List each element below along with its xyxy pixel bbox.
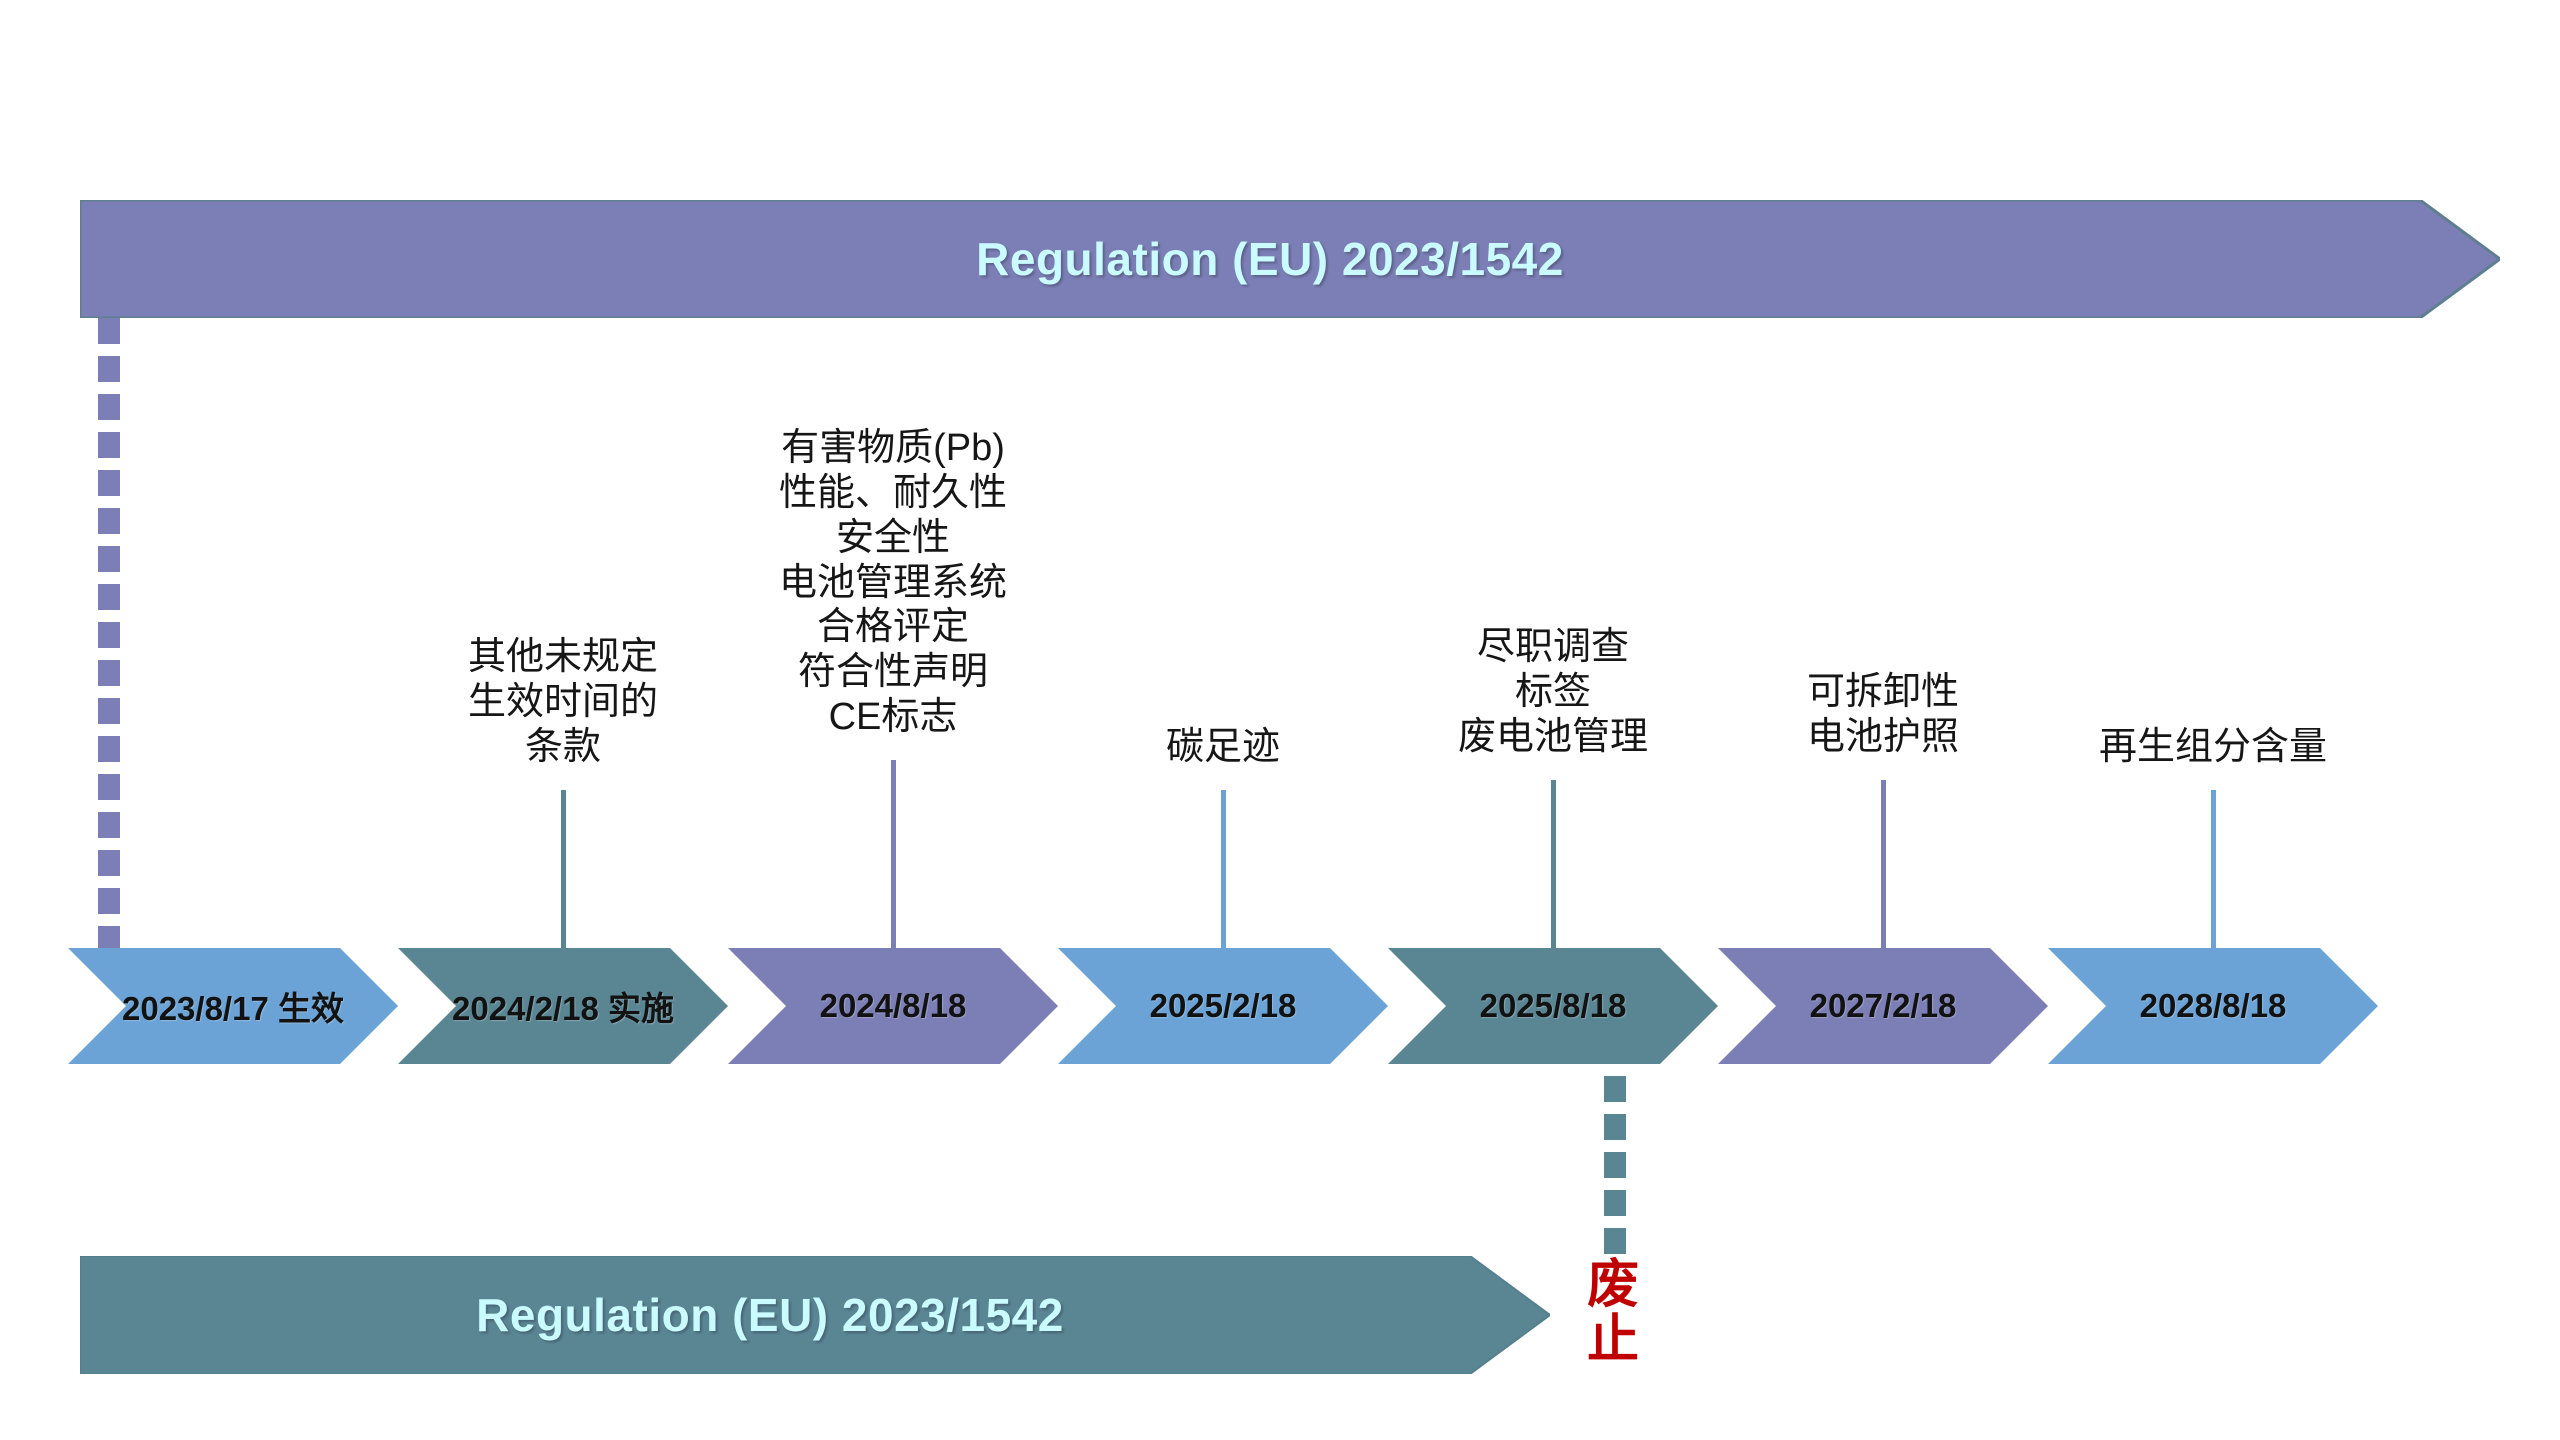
dash-segment <box>98 850 120 876</box>
topic-line: 条款 <box>524 726 601 769</box>
stem-2027-02-18 <box>1881 780 1886 950</box>
milestone-label: 2028/8/18 <box>2139 987 2287 1024</box>
entry-into-force-dashed-connector <box>98 318 120 958</box>
chevron-shape <box>728 948 1058 1064</box>
topic-line: 标签 <box>1514 671 1591 714</box>
top-banner-arrow-shape <box>80 200 2500 318</box>
topic-block-2028-08-18: 再生组分含量 <box>933 725 2560 770</box>
dash-segment <box>98 394 120 420</box>
chevron-shape <box>1388 948 1718 1064</box>
dash-segment <box>98 660 120 686</box>
dash-segment <box>98 356 120 382</box>
topic-block-2025-08-18: 尽职调查 标签 废电池管理 <box>273 625 2560 759</box>
topic-block-2025-02-18: 碳足迹 <box>0 725 2503 770</box>
bottom-banner-title: Regulation (EU) 2023/1542 <box>476 1289 1064 1341</box>
topic-line: 尽职调查 <box>1476 626 1629 669</box>
topic-line: 性能、耐久性 <box>778 471 1007 514</box>
topic-line: CE标志 <box>828 696 958 739</box>
topic-line: 合格评定 <box>816 606 969 649</box>
milestone-chevron-band: 2023/8/17 生效 2024/2/18 实施 2024/8/18 2025… <box>0 948 2560 1064</box>
dash-segment <box>1604 1190 1626 1216</box>
milestone-label: 2024/8/18 <box>819 987 967 1024</box>
topic-line: 电池管理系统 <box>778 561 1007 604</box>
milestone-chevron-2024-02-18[interactable]: 2024/2/18 实施 <box>398 948 728 1064</box>
topic-line: 可拆卸性 <box>1806 671 1959 714</box>
milestone-label: 2025/2/18 <box>1149 987 1297 1024</box>
chevron-shape <box>1058 948 1388 1064</box>
stem-2024-08-18 <box>891 760 896 950</box>
topic-line: 再生组分含量 <box>2098 726 2327 769</box>
dash-segment <box>98 774 120 800</box>
dash-segment <box>1604 1114 1626 1140</box>
dash-segment <box>98 508 120 534</box>
dash-segment <box>1604 1076 1626 1102</box>
bottom-banner-arrow-shape <box>80 1256 1550 1374</box>
dash-segment <box>98 812 120 838</box>
dash-segment <box>98 736 120 762</box>
milestone-chevron-2028-08-18[interactable]: 2028/8/18 <box>2048 948 2378 1064</box>
dash-segment <box>98 622 120 648</box>
dash-segment <box>98 470 120 496</box>
topic-line: 符合性声明 <box>797 651 988 694</box>
milestone-chevron-2023-08-17[interactable]: 2023/8/17 生效 <box>68 948 398 1064</box>
stem-2028-08-18 <box>2211 790 2216 950</box>
dash-segment <box>98 888 120 914</box>
milestone-chevron-2025-08-18[interactable]: 2025/8/18 <box>1388 948 1718 1064</box>
milestone-label: 2027/2/18 <box>1809 987 1957 1024</box>
chevron-shape <box>1718 948 2048 1064</box>
milestone-label: 2023/8/17 生效 <box>122 990 344 1027</box>
repeal-char: 废 <box>1586 1256 1639 1314</box>
dash-segment <box>98 432 120 458</box>
top-regulation-banner: Regulation (EU) 2023/1542 <box>80 200 2500 318</box>
chevron-shape <box>68 948 398 1064</box>
dash-segment <box>1604 1228 1626 1254</box>
topic-line: 有害物质(Pb) <box>781 427 1005 470</box>
dash-segment <box>98 698 120 724</box>
dash-segment <box>98 926 120 952</box>
dash-segment <box>98 584 120 610</box>
topic-line: 碳足迹 <box>1165 726 1280 769</box>
topic-line: 电池护照 <box>1806 716 1959 759</box>
dash-segment <box>98 318 120 344</box>
repeal-dashed-connector <box>1604 1076 1626 1256</box>
topic-block-2024-02-18: 其他未规定 生效时间的 条款 <box>0 635 1843 769</box>
stem-2025-08-18 <box>1551 780 1556 950</box>
topic-line: 生效时间的 <box>467 681 658 724</box>
topic-line: 废电池管理 <box>1457 716 1648 759</box>
topic-line: 安全性 <box>835 516 950 559</box>
chevron-shape <box>398 948 728 1064</box>
repeal-annotation: 废 止 <box>1578 1258 1648 1367</box>
milestone-label: 2024/2/18 实施 <box>452 990 674 1027</box>
top-banner-title: Regulation (EU) 2023/1542 <box>976 233 1564 285</box>
dash-segment <box>98 546 120 572</box>
milestone-chevron-2025-02-18[interactable]: 2025/2/18 <box>1058 948 1388 1064</box>
milestone-chevron-2027-02-18[interactable]: 2027/2/18 <box>1718 948 2048 1064</box>
topic-block-2027-02-18: 可拆卸性 电池护照 <box>603 670 2560 760</box>
dash-segment <box>1604 1152 1626 1178</box>
topic-line: 其他未规定 <box>467 636 658 679</box>
topic-block-2024-08-18: 有害物质(Pb) 性能、耐久性 安全性 电池管理系统 合格评定 符合性声明 CE… <box>0 426 2173 740</box>
stem-2025-02-18 <box>1221 790 1226 950</box>
repeal-char: 止 <box>1586 1310 1639 1369</box>
stem-2024-02-18 <box>561 790 566 950</box>
milestone-label: 2025/8/18 <box>1479 987 1627 1024</box>
chevron-shape <box>2048 948 2378 1064</box>
bottom-regulation-banner: Regulation (EU) 2023/1542 <box>80 1256 1550 1374</box>
milestone-chevron-2024-08-18[interactable]: 2024/8/18 <box>728 948 1058 1064</box>
